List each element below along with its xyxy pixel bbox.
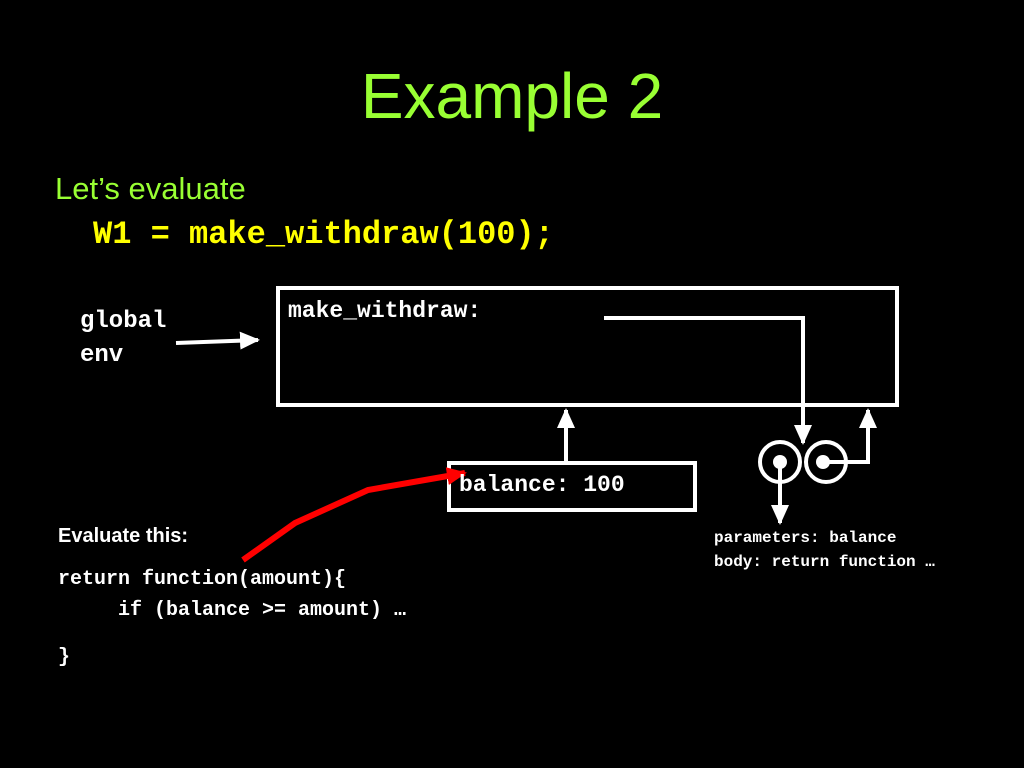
new-frame-box [447,461,697,512]
binding-pointer-arrow [604,316,812,445]
slide-title: Example 2 [360,60,664,132]
new-frame-binding: balance: 100 [459,472,625,498]
global-frame-box [276,286,899,407]
global-frame-binding: make_withdraw: [288,298,482,324]
highlight-arrow [241,467,467,563]
code-line-2: if (balance >= amount) … [70,599,407,622]
intro-text: Let’s evaluate [55,171,246,206]
code-line-3: } [58,646,71,669]
function-env-arrow [823,408,877,464]
global-env-label-line1: global [80,308,167,335]
function-parameters: parameters: balance [714,529,897,547]
function-body: body: return function … [714,553,935,571]
evaluate-heading: Evaluate this: [58,525,189,547]
statement-code: W1 = make_withdraw(100); [93,216,554,253]
code-line-1: return function(amount){ [58,568,347,591]
global-env-arrow [175,331,260,350]
global-env-label-line2: env [80,342,124,369]
